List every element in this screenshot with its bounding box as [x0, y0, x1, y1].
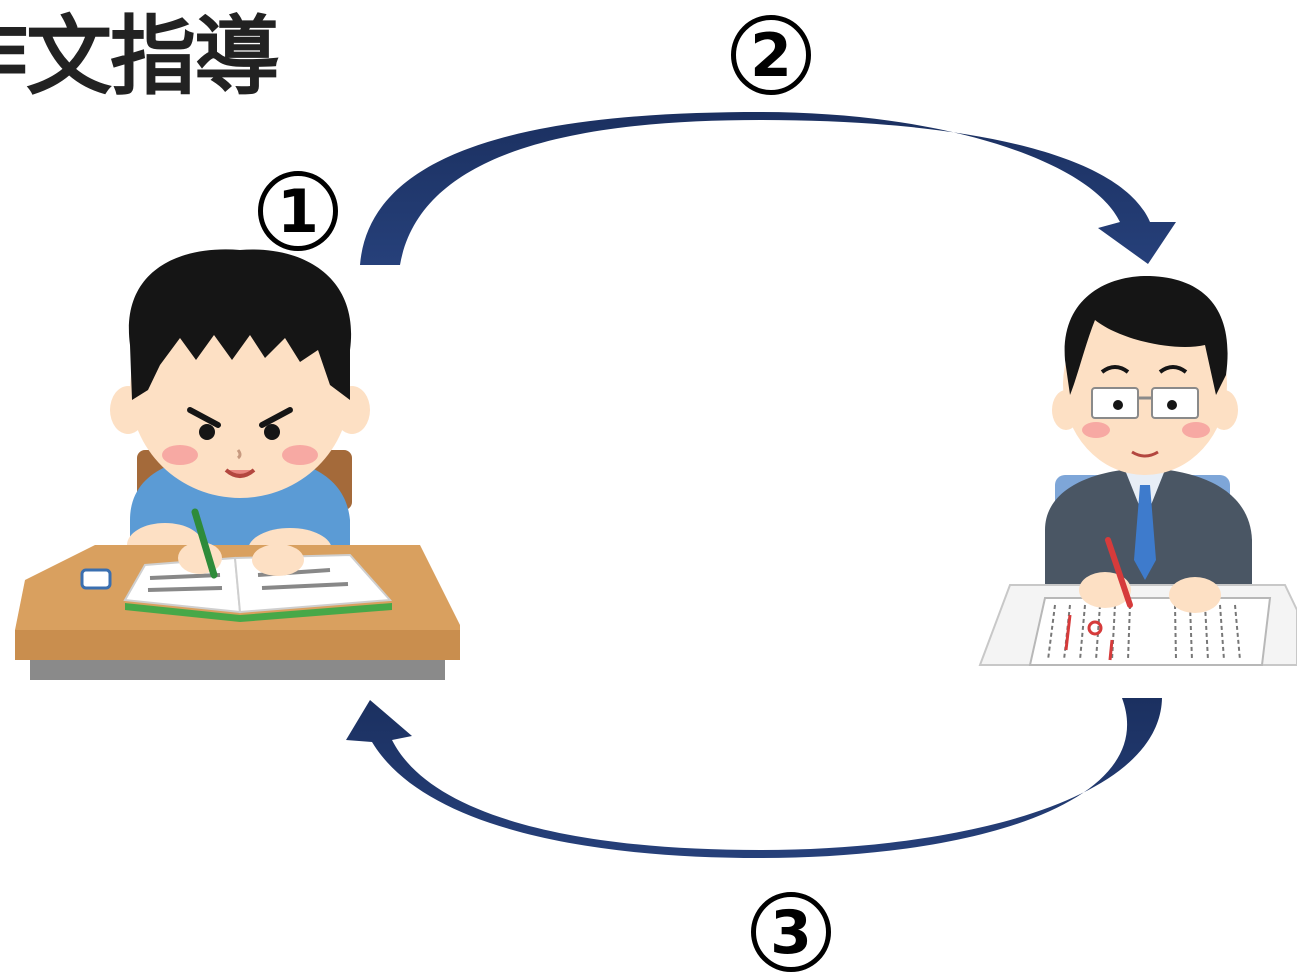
- step-1-badge: 1: [258, 171, 338, 251]
- page-title: 作文指導: [0, 7, 280, 107]
- step-2-badge: 2: [731, 15, 811, 95]
- step-3-badge: 3: [751, 892, 831, 972]
